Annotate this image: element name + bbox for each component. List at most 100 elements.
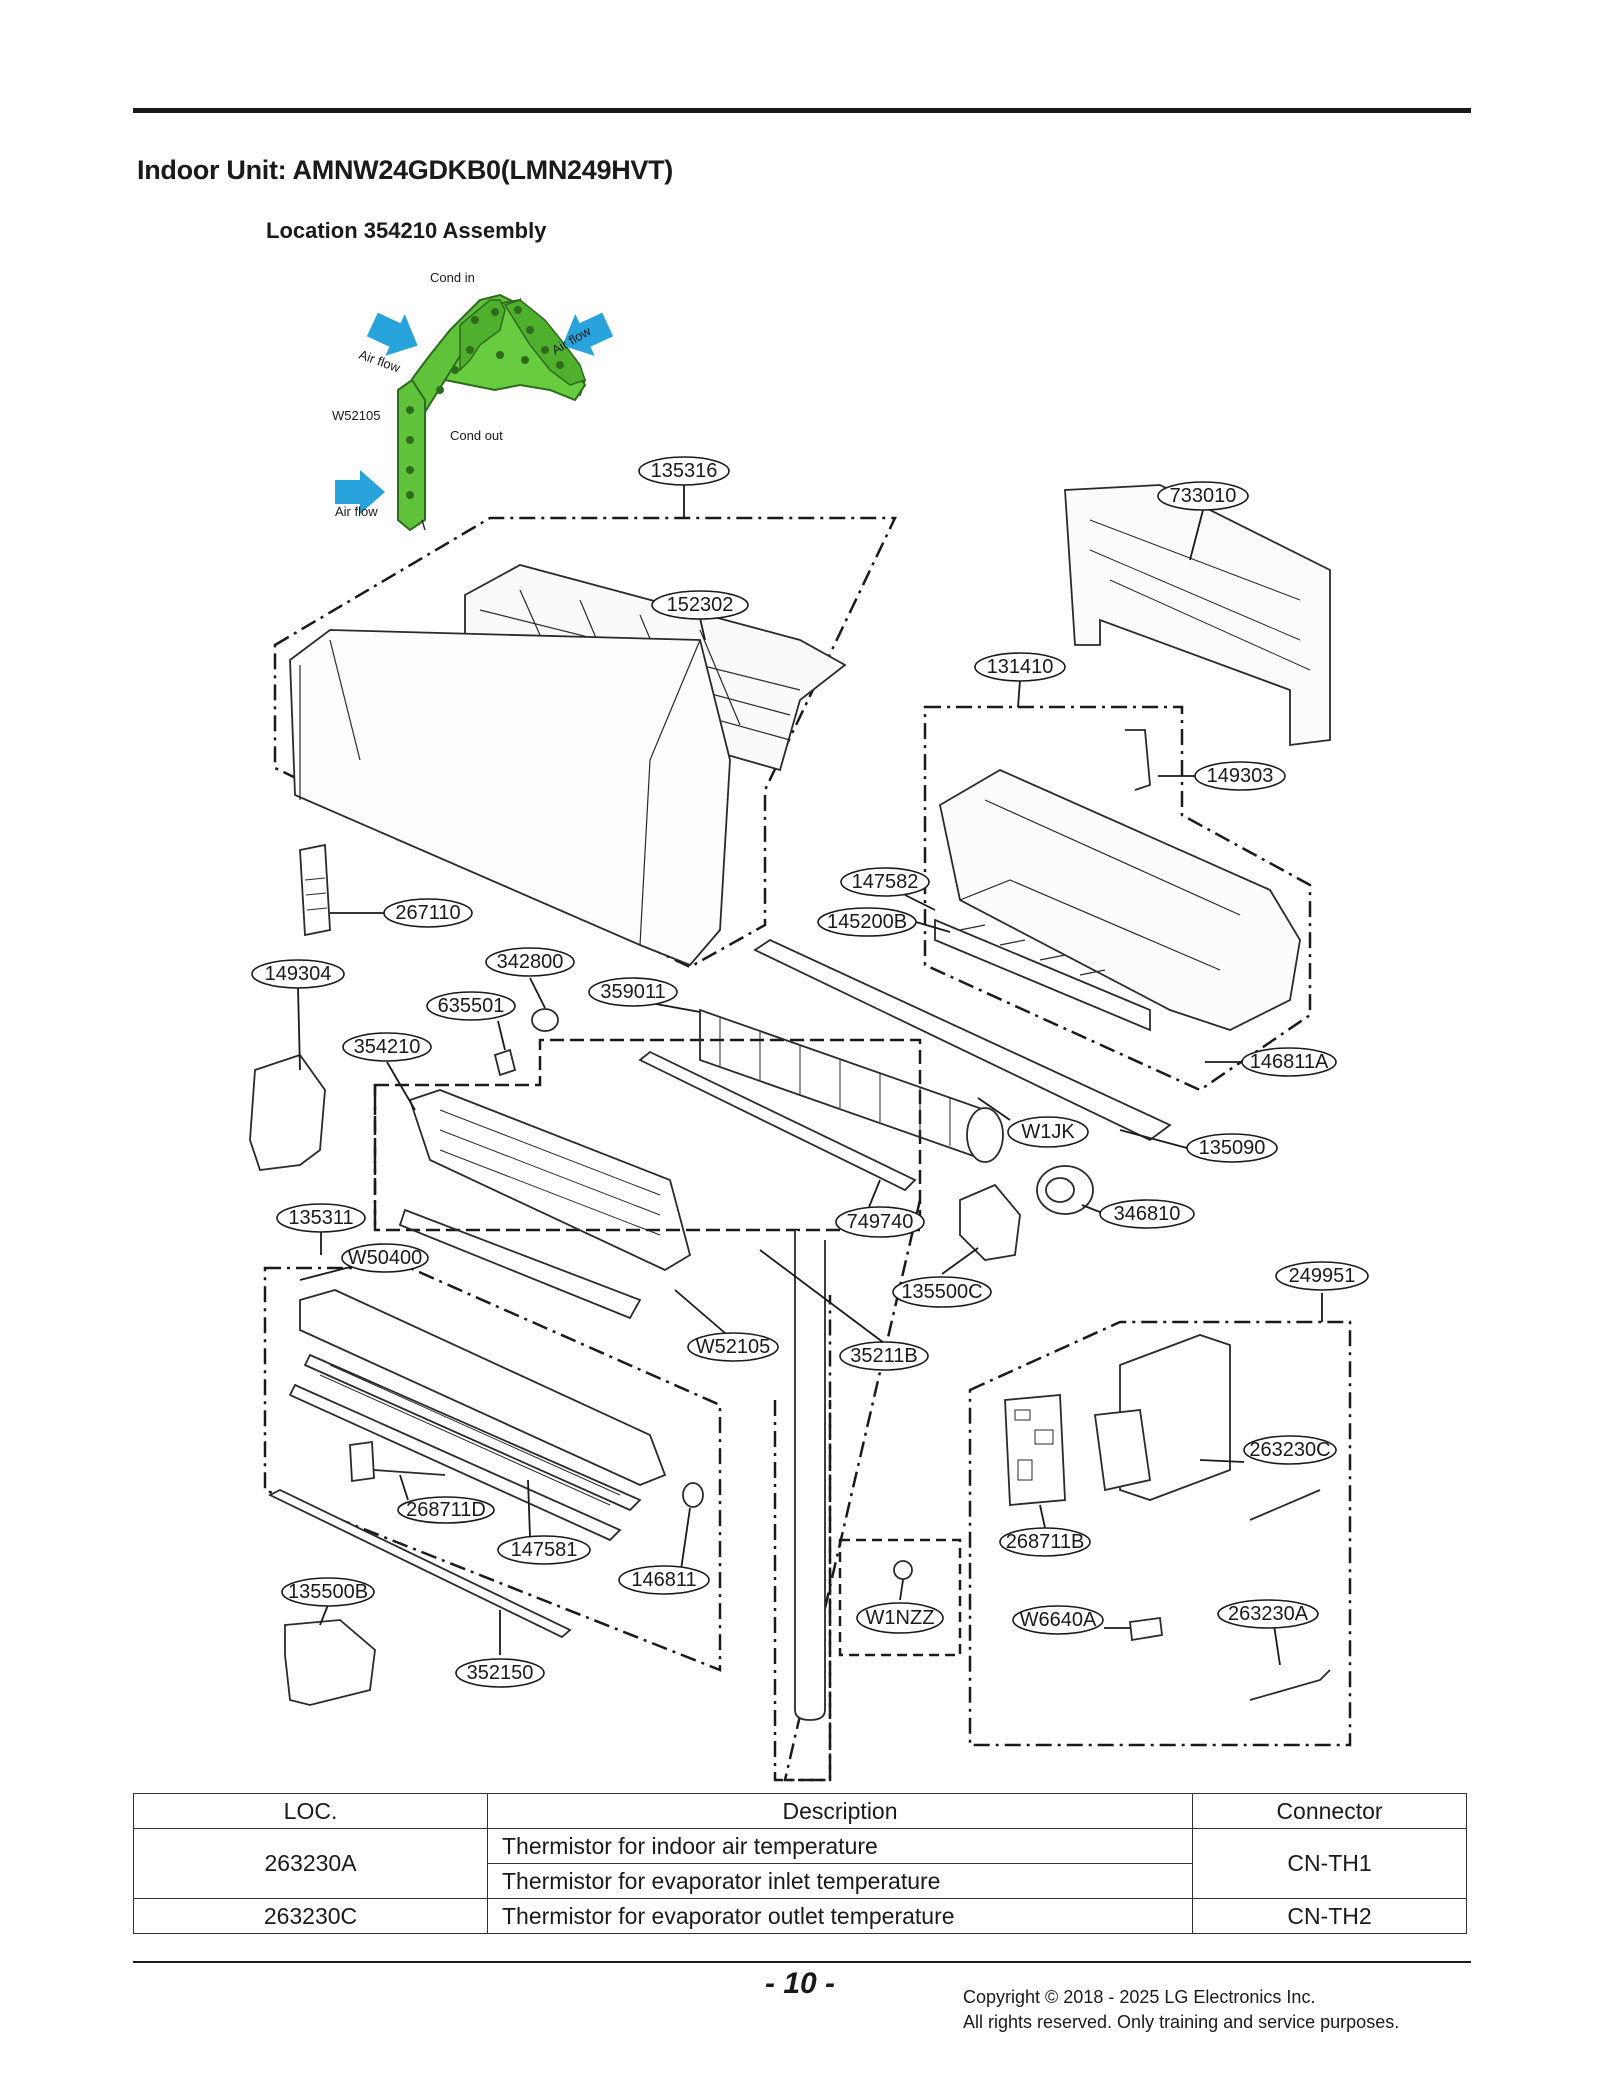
loc-cell: 263230A bbox=[133, 1828, 488, 1899]
callout-W52105: W52105 bbox=[687, 1332, 779, 1362]
svg-text:149303: 149303 bbox=[1207, 765, 1274, 787]
svg-text:146811: 146811 bbox=[631, 1569, 696, 1591]
loc-cell: 263230C bbox=[133, 1898, 488, 1934]
svg-text:135311: 135311 bbox=[288, 1207, 353, 1229]
svg-text:W52105: W52105 bbox=[696, 1336, 771, 1358]
callout-147581: 147581 bbox=[497, 1535, 591, 1565]
callout-149303: 149303 bbox=[1194, 761, 1286, 791]
callout-147582: 147582 bbox=[840, 867, 930, 897]
callout-145200B: 145200B bbox=[817, 907, 917, 937]
svg-text:352150: 352150 bbox=[467, 1662, 534, 1684]
svg-text:135500C: 135500C bbox=[901, 1281, 982, 1303]
rights-line: All rights reserved. Only training and s… bbox=[963, 2012, 1400, 2032]
header-rule bbox=[133, 108, 1471, 113]
callout-135500B: 135500B bbox=[281, 1577, 375, 1607]
callout-35211B: 35211B bbox=[839, 1341, 929, 1371]
svg-text:267110: 267110 bbox=[395, 902, 460, 924]
callout-W1JK: W1JK bbox=[1007, 1116, 1089, 1148]
callout-152302: 152302 bbox=[651, 590, 749, 620]
svg-text:268711B: 268711B bbox=[1006, 1531, 1085, 1553]
cond-in-label: Cond in bbox=[430, 270, 475, 285]
callout-249951: 249951 bbox=[1275, 1261, 1369, 1291]
svg-text:146811A: 146811A bbox=[1250, 1051, 1329, 1073]
airflow-label: Air flow bbox=[335, 504, 378, 519]
thermistor-table: LOC. Description Connector 263230A Therm… bbox=[133, 1793, 1467, 1934]
callout-135316: 135316 bbox=[638, 456, 730, 486]
callout-342800: 342800 bbox=[485, 947, 575, 977]
svg-text:W1JK: W1JK bbox=[1021, 1121, 1075, 1143]
table-row: 263230C Thermistor for evaporator outlet… bbox=[133, 1898, 1467, 1934]
footer-rule bbox=[133, 1961, 1471, 1963]
header-connector: Connector bbox=[1192, 1793, 1467, 1829]
inset-part-label: W52105 bbox=[332, 408, 380, 423]
description-cell: Thermistor for evaporator outlet tempera… bbox=[487, 1898, 1193, 1934]
leader-lines bbox=[297, 485, 1323, 1666]
callout-263230A: 263230A bbox=[1217, 1599, 1319, 1629]
svg-text:354210: 354210 bbox=[354, 1036, 421, 1058]
svg-text:135500B: 135500B bbox=[288, 1581, 368, 1603]
page-title: Indoor Unit: AMNW24GDKB0(LMN249HVT) bbox=[137, 155, 673, 185]
connector-cell: CN-TH2 bbox=[1192, 1898, 1467, 1934]
svg-text:W1NZZ: W1NZZ bbox=[866, 1607, 935, 1629]
svg-text:749740: 749740 bbox=[847, 1211, 914, 1233]
callout-149304: 149304 bbox=[251, 959, 345, 989]
svg-text:149304: 149304 bbox=[265, 963, 332, 985]
cond-out-label: Cond out bbox=[450, 428, 503, 443]
svg-text:263230A: 263230A bbox=[1228, 1603, 1309, 1625]
svg-text:135090: 135090 bbox=[1199, 1137, 1266, 1159]
callout-267110: 267110 bbox=[383, 898, 473, 928]
callout-146811A: 146811A bbox=[1241, 1047, 1337, 1077]
airflow-arrow-icon bbox=[335, 470, 385, 514]
part-drawings bbox=[249, 484, 1331, 1721]
callout-W50400: W50400 bbox=[341, 1243, 429, 1273]
copyright-notice: Copyright © 2018 - 2025 LG Electronics I… bbox=[963, 1985, 1399, 2035]
callout-268711D: 268711D bbox=[397, 1496, 495, 1524]
callout-635501: 635501 bbox=[426, 991, 516, 1021]
svg-text:635501: 635501 bbox=[438, 995, 505, 1017]
table-row: 263230A Thermistor for indoor air temper… bbox=[133, 1828, 1467, 1899]
table-row: Thermistor for evaporator inlet temperat… bbox=[134, 1863, 1467, 1899]
svg-text:145200B: 145200B bbox=[827, 911, 907, 933]
svg-text:135316: 135316 bbox=[651, 460, 718, 482]
svg-text:147582: 147582 bbox=[852, 871, 919, 893]
callout-263230C: 263230C bbox=[1243, 1435, 1337, 1465]
assembly-group-outlines bbox=[263, 516, 1352, 1782]
airflow-arrow-icon bbox=[366, 312, 418, 356]
svg-text:359011: 359011 bbox=[600, 981, 665, 1003]
callout-W1NZZ: W1NZZ bbox=[856, 1602, 944, 1634]
callout-135090: 135090 bbox=[1186, 1133, 1278, 1163]
table-header-row: LOC. Description Connector bbox=[133, 1793, 1467, 1829]
callout-354210: 354210 bbox=[342, 1032, 432, 1062]
callout-W6640A: W6640A bbox=[1012, 1605, 1104, 1635]
copyright-line: Copyright © 2018 - 2025 LG Electronics I… bbox=[963, 1987, 1316, 2007]
callout-131410: 131410 bbox=[974, 652, 1066, 682]
header-loc: LOC. bbox=[133, 1793, 488, 1829]
callout-268711B: 268711B bbox=[999, 1527, 1091, 1557]
exploded-parts-diagram: Cond in Air flow Air flow W52105 Cond ou… bbox=[249, 270, 1369, 1782]
callout-749740: 749740 bbox=[835, 1206, 925, 1238]
svg-text:342800: 342800 bbox=[497, 951, 564, 973]
connector-cell: CN-TH1 bbox=[1192, 1828, 1467, 1899]
callout-135311: 135311 bbox=[276, 1203, 366, 1233]
svg-text:35211B: 35211B bbox=[850, 1345, 917, 1367]
callout-146811: 146811 bbox=[618, 1565, 710, 1595]
svg-text:263230C: 263230C bbox=[1249, 1439, 1330, 1461]
svg-text:346810: 346810 bbox=[1114, 1203, 1181, 1225]
callout-bubbles: 135316 733010 152302 131410 149303 14758… bbox=[251, 456, 1369, 1688]
svg-text:W50400: W50400 bbox=[348, 1247, 423, 1269]
svg-text:249951: 249951 bbox=[1289, 1265, 1356, 1287]
callout-346810: 346810 bbox=[1099, 1199, 1195, 1229]
svg-text:131410: 131410 bbox=[987, 656, 1054, 678]
svg-text:733010: 733010 bbox=[1170, 485, 1237, 507]
description-cell: Thermistor for evaporator inlet temperat… bbox=[487, 1863, 1193, 1899]
svg-text:152302: 152302 bbox=[667, 594, 734, 616]
description-cell: Thermistor for indoor air temperature bbox=[487, 1828, 1193, 1864]
callout-135500C: 135500C bbox=[892, 1276, 992, 1308]
callout-733010: 733010 bbox=[1157, 481, 1249, 511]
svg-text:268711D: 268711D bbox=[406, 1499, 486, 1521]
airflow-arrow-icon bbox=[562, 312, 614, 356]
callout-359011: 359011 bbox=[588, 977, 678, 1007]
svg-text:W6640A: W6640A bbox=[1020, 1609, 1097, 1631]
assembly-subtitle: Location 354210 Assembly bbox=[266, 218, 547, 243]
page-number: - 10 - bbox=[765, 1967, 836, 2000]
